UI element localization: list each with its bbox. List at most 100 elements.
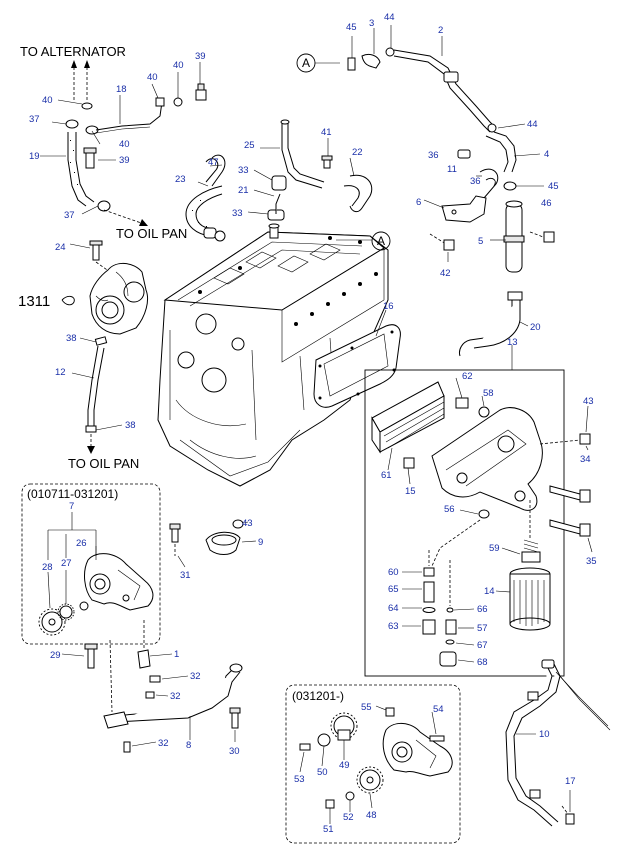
oil-filter-housing-icon [431, 407, 543, 511]
water-pipe-group: 45 3 44 2 44 4 45 [346, 12, 559, 192]
callout-4: 4 [544, 149, 549, 160]
ref-a-engine-label: A [377, 234, 385, 248]
to-oil-pan-label-lower: TO OIL PAN [68, 456, 139, 471]
callout-68: 68 [477, 657, 488, 668]
callout-53: 53 [294, 774, 305, 785]
callout-61: 61 [381, 470, 392, 481]
oil-line-12 [87, 345, 99, 426]
new-spec-box [285, 684, 461, 844]
callout-11: 11 [447, 164, 457, 175]
callout-58: 58 [483, 388, 494, 399]
callout-29: 29 [50, 650, 61, 661]
callout-2: 2 [438, 25, 443, 36]
callout-5: 5 [478, 236, 483, 247]
callout-14: 14 [484, 586, 495, 597]
callout-39: 39 [119, 155, 130, 166]
callout-16: 16 [383, 301, 394, 312]
callout-54: 54 [433, 704, 444, 715]
callout-46: 46 [541, 198, 552, 209]
gasket-icon [61, 295, 75, 306]
oil-filter-module-group: 62 58 61 15 56 43 34 35 59 60 65 64 63 6… [364, 369, 597, 677]
callout-17: 17 [565, 776, 576, 787]
oil-pickup-group: 43 9 31 29 1 32 32 8 32 30 [50, 518, 263, 757]
callout-31: 31 [180, 570, 191, 581]
callout-10: 10 [539, 729, 550, 740]
callout-47: 47 [208, 157, 219, 168]
callout-38: 38 [125, 420, 136, 431]
callout-41: 41 [321, 127, 332, 138]
callout-42: 42 [440, 268, 451, 279]
callout-28: 28 [42, 562, 53, 573]
oil-pump-new-group: (031201-) 55 54 53 [285, 684, 461, 844]
callout-44: 44 [384, 12, 395, 23]
callout-65: 65 [388, 584, 399, 595]
plug-45-icon [347, 57, 356, 71]
callout-34: 34 [580, 454, 591, 465]
reference-a-markers: A A [296, 53, 391, 251]
callout-23: 23 [175, 174, 186, 185]
callout-43: 43 [583, 396, 594, 407]
callout-63: 63 [388, 621, 399, 632]
callout-66: 66 [477, 604, 488, 615]
callout-21: 21 [238, 185, 249, 196]
callout-1: 1 [174, 649, 179, 660]
callout-38: 38 [66, 333, 77, 344]
callout-6: 6 [416, 197, 421, 208]
callout-7: 7 [69, 501, 74, 512]
callout-33: 33 [232, 208, 243, 219]
oil-line-18 [95, 101, 163, 131]
callout-36: 36 [428, 150, 439, 161]
callout-39: 39 [195, 51, 206, 62]
dipstick-group: 10 17 [505, 659, 611, 827]
callout-51: 51 [323, 824, 334, 835]
callout-40: 40 [173, 60, 184, 71]
to-oil-pan-label-upper: TO OIL PAN [116, 226, 187, 241]
callout-49: 49 [339, 760, 350, 771]
callout-22: 22 [352, 147, 363, 158]
callout-15: 15 [405, 486, 416, 497]
callout-20: 20 [530, 322, 541, 333]
callout-40: 40 [42, 95, 53, 106]
callout-45: 45 [346, 22, 357, 33]
callout-67: 67 [477, 640, 488, 651]
callout-32: 32 [170, 691, 181, 702]
to-alternator-label: TO ALTERNATOR [20, 44, 126, 59]
oil-pump-new-icon [382, 723, 453, 777]
callout-26: 26 [76, 538, 87, 549]
bracket-6-icon [441, 195, 487, 223]
breather-group: 36 11 36 6 46 5 42 20 13 [416, 149, 555, 370]
callout-8: 8 [186, 740, 191, 751]
callout-62: 62 [462, 371, 473, 382]
callout-25: 25 [244, 140, 255, 151]
oil-cooler-cover-icon [313, 324, 401, 408]
callout-32: 32 [190, 671, 201, 682]
oil-cooler-61-icon [379, 395, 445, 453]
new-spec-label: (031201-) [292, 689, 344, 703]
callout-19: 19 [29, 151, 40, 162]
alternator-oil-line-group: TO ALTERNATOR TO OIL PAN [20, 44, 207, 241]
callout-59: 59 [489, 543, 500, 554]
engine-block-icon [157, 223, 389, 487]
callout-3: 3 [369, 18, 374, 29]
old-spec-label: (010711-031201) [27, 487, 118, 501]
callout-37: 37 [29, 114, 40, 125]
callout-35: 35 [586, 556, 597, 567]
callout-57: 57 [477, 623, 488, 634]
ref-a-engine-icon [371, 231, 391, 251]
oil-pump-old-group: (010711-031201) 7 26 28 27 [21, 483, 161, 645]
callout-45: 45 [548, 181, 559, 192]
callout-55: 55 [361, 702, 372, 713]
ref-a-top-label: A [302, 56, 310, 70]
hose-22 [349, 174, 373, 213]
callout-36: 36 [470, 176, 481, 187]
callout-64: 64 [388, 603, 399, 614]
callout-50: 50 [317, 767, 328, 778]
washer-icon [81, 102, 93, 110]
callout-37: 37 [64, 210, 75, 221]
callout-40: 40 [119, 139, 130, 150]
oil-filter-module-box [364, 369, 565, 677]
callout-60: 60 [388, 567, 399, 578]
callout-30: 30 [229, 746, 240, 757]
callout-18: 18 [116, 84, 127, 95]
callouts-top-left: 40 37 19 18 40 40 39 40 39 37 [29, 51, 206, 221]
